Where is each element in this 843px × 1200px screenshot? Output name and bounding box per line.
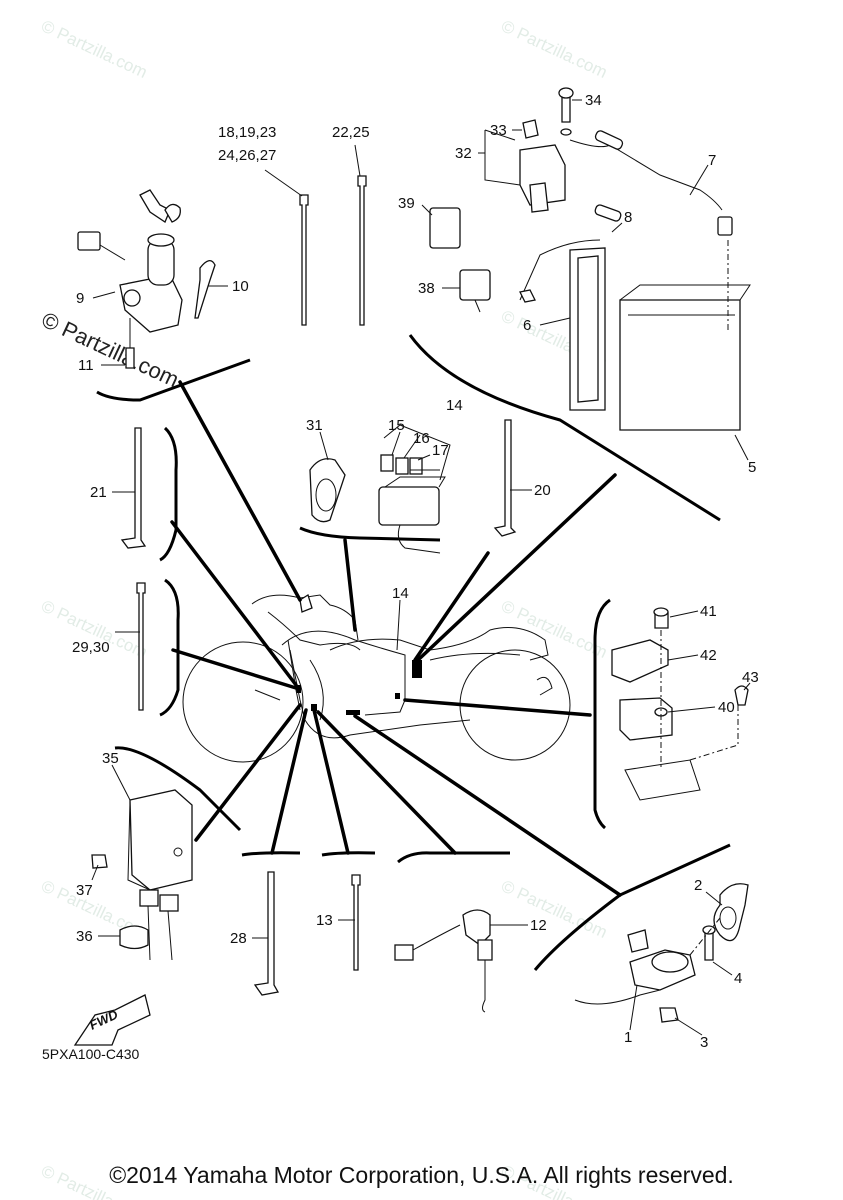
- callout-35[interactable]: 35: [102, 750, 119, 767]
- callout-16[interactable]: 16: [413, 430, 430, 447]
- callout-13[interactable]: 13: [316, 912, 333, 929]
- cable-ties-top: [299, 175, 367, 326]
- callout-28[interactable]: 28: [230, 930, 247, 947]
- sensor-group: [611, 607, 749, 801]
- main-switch-assembly: [77, 189, 216, 369]
- diagram-code: 5PXA100-C430: [42, 1046, 140, 1062]
- callout-36[interactable]: 36: [76, 928, 93, 945]
- callout-31[interactable]: 31: [306, 417, 323, 434]
- callout-15[interactable]: 15: [388, 417, 405, 434]
- callout-38[interactable]: 38: [418, 280, 435, 297]
- callout-29-30[interactable]: 29,30: [72, 639, 110, 656]
- callout-6[interactable]: 6: [523, 317, 531, 334]
- watermark: © Partzilla.com: [498, 16, 610, 82]
- callout-20[interactable]: 20: [534, 482, 551, 499]
- callout-5[interactable]: 5: [748, 459, 756, 476]
- wiring-harness: [281, 630, 422, 716]
- callout-10[interactable]: 10: [232, 278, 249, 295]
- motorcycle-outline: [182, 594, 571, 763]
- callout-42[interactable]: 42: [700, 647, 717, 664]
- callout-37[interactable]: 37: [76, 882, 93, 899]
- callout-11[interactable]: 11: [78, 357, 94, 374]
- callout-14-fuse[interactable]: 14: [446, 397, 463, 414]
- group-brackets: [96, 334, 731, 971]
- callout-14-harness[interactable]: 14: [392, 585, 409, 602]
- battery-group: [429, 87, 751, 431]
- rectifier-group: [73, 789, 193, 1046]
- connector-location-marker: [346, 710, 360, 715]
- callout-labels: 34 33 32 7 39 8 38 6 5 18,19,23 24,26,27…: [72, 92, 759, 1051]
- callout-2[interactable]: 2: [694, 877, 702, 894]
- callout-9[interactable]: 9: [76, 290, 84, 307]
- callout-40[interactable]: 40: [718, 699, 735, 716]
- callout-24-26-27[interactable]: 24,26,27: [218, 147, 276, 164]
- callout-32[interactable]: 32: [455, 145, 472, 162]
- callout-leaders: [91, 99, 751, 1036]
- callout-21[interactable]: 21: [90, 484, 107, 501]
- callout-22-25[interactable]: 22,25: [332, 124, 370, 141]
- relay-location-marker: [412, 660, 422, 678]
- brake-switch-group: [574, 883, 749, 1023]
- callout-17[interactable]: 17: [432, 442, 449, 459]
- callout-34[interactable]: 34: [585, 92, 602, 109]
- band-ties: [120, 419, 517, 996]
- callout-18-19-23[interactable]: 18,19,23: [218, 124, 276, 141]
- switch-12: [394, 909, 493, 1013]
- callout-33[interactable]: 33: [490, 122, 507, 139]
- fuse-box-group: [309, 424, 451, 554]
- watermark: © Partzilla.com: [498, 876, 610, 942]
- group-leader-lines: [170, 380, 622, 897]
- callout-8[interactable]: 8: [624, 209, 632, 226]
- callout-3[interactable]: 3: [700, 1034, 708, 1051]
- copyright-notice: ©2014 Yamaha Motor Corporation, U.S.A. A…: [109, 1162, 734, 1188]
- callout-39[interactable]: 39: [398, 195, 415, 212]
- callout-43[interactable]: 43: [742, 669, 759, 686]
- callout-4[interactable]: 4: [734, 970, 742, 987]
- callout-7[interactable]: 7: [708, 152, 716, 169]
- callout-1[interactable]: 1: [624, 1029, 632, 1046]
- watermark: © Partzilla.com: [498, 596, 610, 662]
- watermark: © Partzilla.com: [38, 16, 150, 82]
- callout-12[interactable]: 12: [530, 917, 547, 934]
- callout-41[interactable]: 41: [700, 603, 717, 620]
